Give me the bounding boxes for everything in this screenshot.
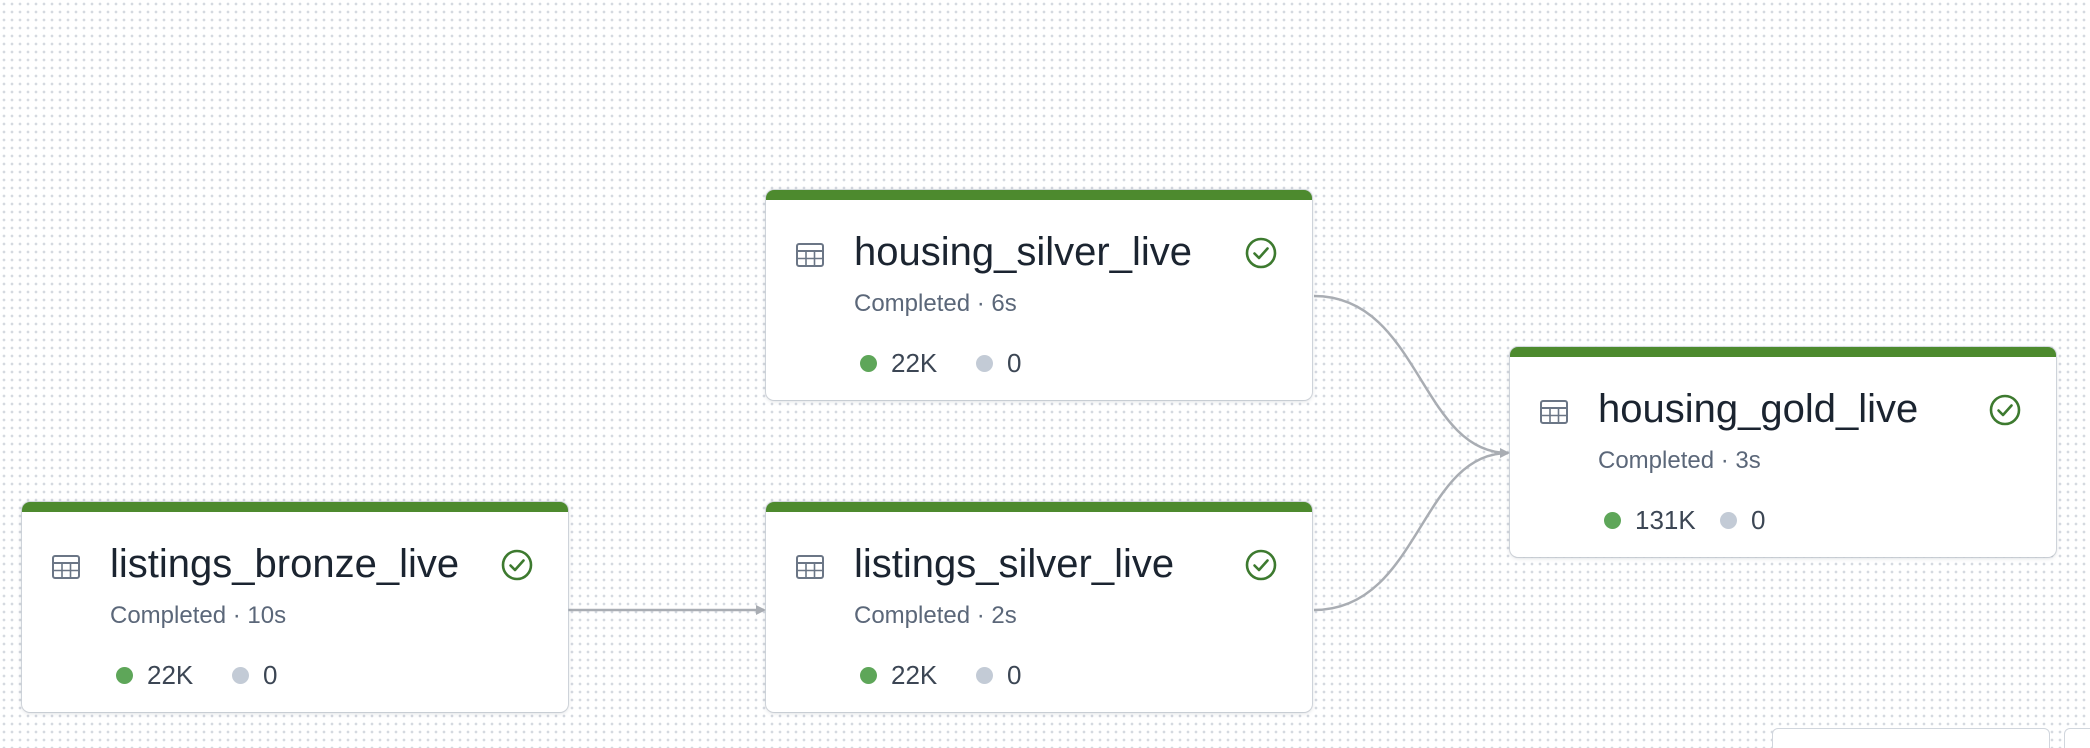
table-icon bbox=[796, 243, 824, 267]
dropped-rows-metric: 0 bbox=[976, 660, 1021, 691]
node-title: housing_gold_live bbox=[1598, 387, 1919, 431]
edge-housing-silver-to-housing-gold bbox=[1313, 294, 1510, 458]
output-rows-value: 131K bbox=[1635, 505, 1696, 535]
node-listings-silver-live[interactable]: listings_silver_live Completed · 2s 22K … bbox=[766, 502, 1312, 712]
output-dot-icon bbox=[860, 355, 877, 372]
output-rows-metric: 22K bbox=[116, 660, 193, 691]
check-circle-icon bbox=[501, 549, 533, 581]
output-rows-value: 22K bbox=[147, 660, 194, 690]
output-rows-metric: 22K bbox=[860, 348, 937, 379]
dropped-rows-value: 0 bbox=[1007, 660, 1022, 690]
dropped-dot-icon bbox=[976, 355, 993, 372]
output-rows-value: 22K bbox=[891, 348, 938, 378]
dropped-rows-metric: 0 bbox=[1720, 505, 1765, 536]
node-title: listings_silver_live bbox=[854, 542, 1175, 586]
table-icon bbox=[796, 555, 824, 579]
edge-listings-silver-to-housing-gold bbox=[1313, 451, 1509, 612]
node-title: listings_bronze_live bbox=[110, 542, 460, 586]
node-status: Completed · 3s bbox=[1598, 447, 1761, 474]
output-dot-icon bbox=[116, 667, 133, 684]
dropped-rows-value: 0 bbox=[1007, 348, 1022, 378]
dropped-rows-value: 0 bbox=[1751, 505, 1766, 535]
output-dot-icon bbox=[860, 667, 877, 684]
dropped-rows-metric: 0 bbox=[232, 660, 277, 691]
check-circle-icon bbox=[1245, 549, 1277, 581]
graph-controls-panel[interactable] bbox=[1772, 728, 2050, 748]
node-title: housing_silver_live bbox=[854, 230, 1192, 274]
node-housing-gold-live[interactable]: housing_gold_live Completed · 3s 131K 0 bbox=[1510, 347, 2056, 557]
dropped-dot-icon bbox=[976, 667, 993, 684]
dropped-dot-icon bbox=[232, 667, 249, 684]
node-status: Completed · 2s bbox=[854, 602, 1017, 629]
node-housing-silver-live[interactable]: housing_silver_live Completed · 6s 22K 0 bbox=[766, 190, 1312, 400]
dropped-dot-icon bbox=[1720, 512, 1737, 529]
node-listings-bronze-live[interactable]: listings_bronze_live Completed · 10s 22K… bbox=[22, 502, 568, 712]
output-rows-metric: 22K bbox=[860, 660, 937, 691]
output-dot-icon bbox=[1604, 512, 1621, 529]
output-rows-value: 22K bbox=[891, 660, 938, 690]
check-circle-icon bbox=[1989, 394, 2021, 426]
dropped-rows-value: 0 bbox=[263, 660, 278, 690]
output-rows-metric: 131K bbox=[1604, 505, 1696, 536]
table-icon bbox=[1540, 400, 1568, 424]
node-status: Completed · 10s bbox=[110, 602, 287, 629]
graph-control-button[interactable] bbox=[2064, 728, 2090, 748]
dropped-rows-metric: 0 bbox=[976, 348, 1021, 379]
node-status: Completed · 6s bbox=[854, 290, 1017, 317]
table-icon bbox=[52, 555, 80, 579]
check-circle-icon bbox=[1245, 237, 1277, 269]
